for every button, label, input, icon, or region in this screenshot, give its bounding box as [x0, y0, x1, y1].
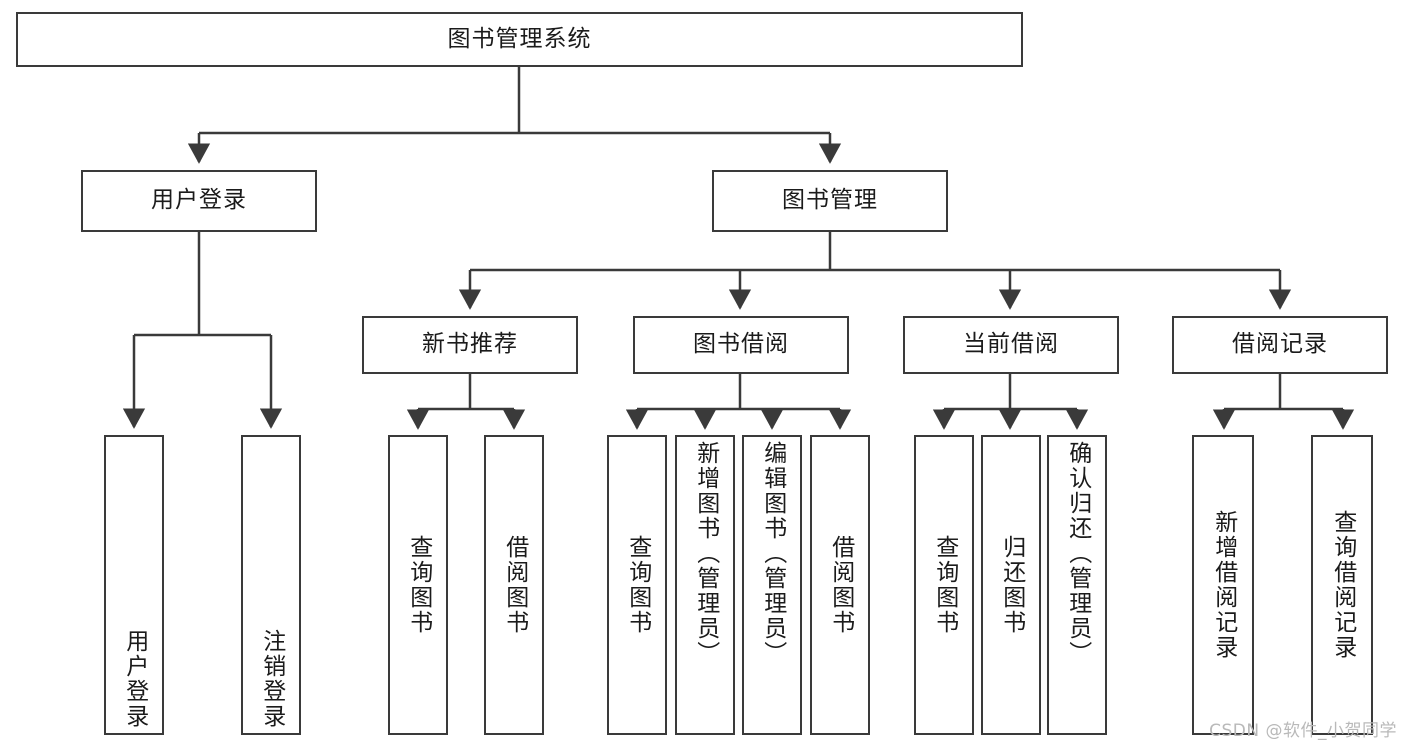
node-leaf-borrow-book-2-label: 借阅图书	[827, 535, 854, 635]
node-leaf-user-logout[interactable]: 注销登录	[241, 435, 301, 735]
node-current-borrow-label: 当前借阅	[963, 331, 1059, 358]
node-borrow-record-label: 借阅记录	[1232, 331, 1328, 358]
node-leaf-query-record[interactable]: 查询借阅记录	[1311, 435, 1373, 735]
node-leaf-add-record[interactable]: 新增借阅记录	[1192, 435, 1254, 735]
node-leaf-confirm-return[interactable]: 确认归还（管理员）	[1047, 435, 1107, 735]
node-leaf-add-book-label: 新增图书（管理员）	[692, 441, 719, 666]
node-leaf-query-book-2-label: 查询图书	[624, 535, 651, 635]
node-user-login[interactable]: 用户登录	[81, 170, 317, 232]
node-leaf-query-book-1-label: 查询图书	[405, 535, 432, 635]
node-new-book-rec[interactable]: 新书推荐	[362, 316, 578, 374]
node-leaf-user-logout-label: 注销登录	[258, 629, 285, 729]
node-leaf-borrow-book-1-label: 借阅图书	[501, 535, 528, 635]
node-root-label: 图书管理系统	[447, 25, 592, 52]
node-book-manage-label: 图书管理	[782, 187, 878, 214]
node-root[interactable]: 图书管理系统	[16, 12, 1023, 67]
node-leaf-borrow-book-1[interactable]: 借阅图书	[484, 435, 544, 735]
node-book-borrow-label: 图书借阅	[693, 331, 789, 358]
node-leaf-query-record-label: 查询借阅记录	[1329, 510, 1356, 660]
node-current-borrow[interactable]: 当前借阅	[903, 316, 1119, 374]
node-leaf-user-login-label: 用户登录	[121, 629, 148, 729]
node-leaf-borrow-book-2[interactable]: 借阅图书	[810, 435, 870, 735]
node-leaf-query-book-3-label: 查询图书	[931, 535, 958, 635]
node-book-borrow[interactable]: 图书借阅	[633, 316, 849, 374]
node-leaf-return-book[interactable]: 归还图书	[981, 435, 1041, 735]
node-leaf-query-book-1[interactable]: 查询图书	[388, 435, 448, 735]
node-leaf-user-login[interactable]: 用户登录	[104, 435, 164, 735]
node-new-book-rec-label: 新书推荐	[422, 331, 518, 358]
node-leaf-edit-book[interactable]: 编辑图书（管理员）	[742, 435, 802, 735]
node-book-manage[interactable]: 图书管理	[712, 170, 948, 232]
node-leaf-query-book-2[interactable]: 查询图书	[607, 435, 667, 735]
node-leaf-add-record-label: 新增借阅记录	[1210, 510, 1237, 660]
node-leaf-query-book-3[interactable]: 查询图书	[914, 435, 974, 735]
node-leaf-add-book[interactable]: 新增图书（管理员）	[675, 435, 735, 735]
node-borrow-record[interactable]: 借阅记录	[1172, 316, 1388, 374]
node-leaf-edit-book-label: 编辑图书（管理员）	[759, 441, 786, 666]
node-user-login-label: 用户登录	[151, 187, 247, 214]
node-leaf-return-book-label: 归还图书	[998, 535, 1025, 635]
node-leaf-confirm-return-label: 确认归还（管理员）	[1064, 441, 1091, 666]
